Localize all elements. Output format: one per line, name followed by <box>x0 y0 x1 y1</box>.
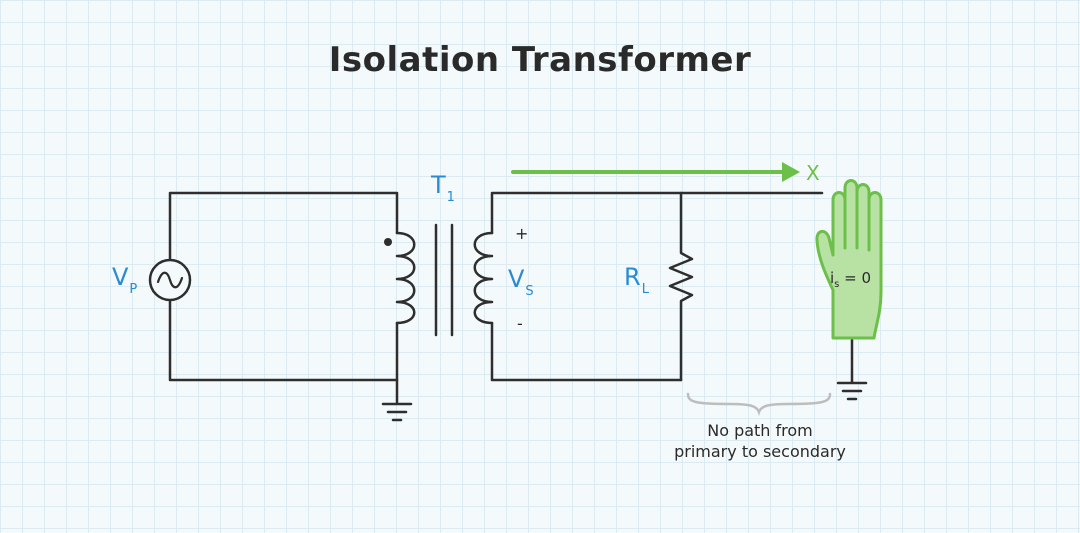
primary-ground-icon <box>381 378 413 422</box>
blocked-mark: X <box>806 161 820 185</box>
current-label: is = 0 <box>830 269 871 290</box>
diagram-title: Isolation Transformer <box>328 40 752 80</box>
secondary-coil <box>473 231 494 325</box>
isolation-note-line-2: primary to secondary <box>674 442 846 461</box>
plus-sign: + <box>515 224 528 243</box>
isolation-note-line-1: No path from <box>707 421 813 440</box>
load-resistor-label: RL <box>624 263 650 297</box>
secondary-voltage-label: VS <box>508 265 534 299</box>
polarity-dot <box>384 238 392 246</box>
secondary-top-wire <box>490 191 824 235</box>
ac-source-icon <box>148 258 192 302</box>
hand-ground-icon <box>836 338 868 401</box>
minus-sign: - <box>517 314 523 333</box>
brace <box>686 392 832 416</box>
load-resistor <box>668 191 694 382</box>
primary-top-wire <box>168 191 399 262</box>
transformer-label: T1 <box>430 171 455 205</box>
secondary-bottom-wire <box>490 321 683 382</box>
primary-bottom-wire <box>168 298 399 382</box>
hand-icon <box>815 179 883 340</box>
source-voltage-label: VP <box>112 263 137 297</box>
primary-coil <box>395 231 416 325</box>
isolation-note: No path from primary to secondary <box>640 420 880 462</box>
current-arrow <box>511 162 800 182</box>
